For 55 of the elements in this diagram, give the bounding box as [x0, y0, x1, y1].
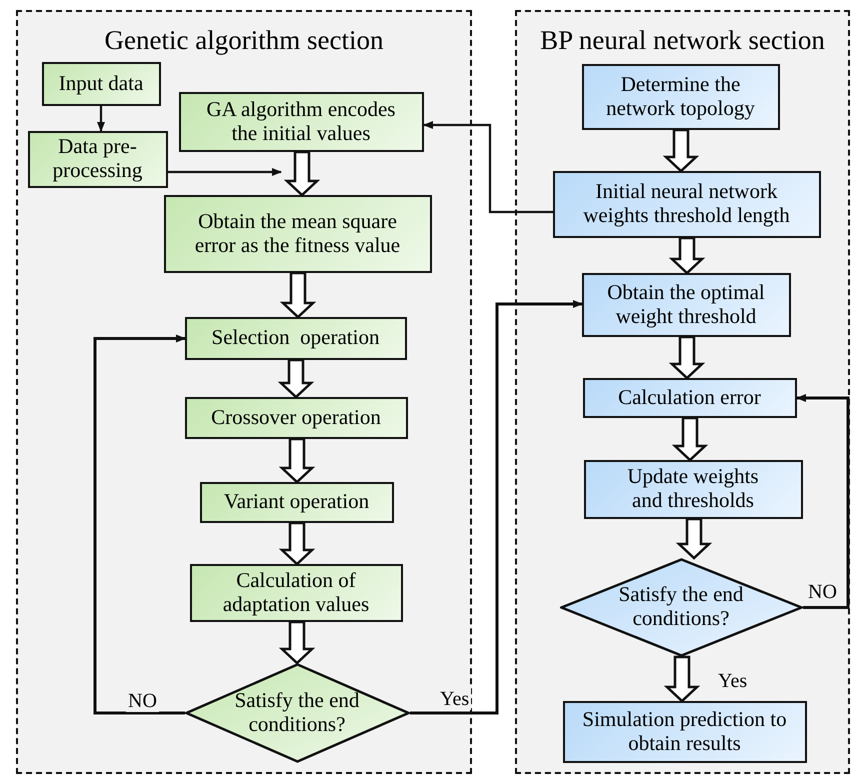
block-arrow [278, 358, 314, 399]
step-text: Data pre-processing [52, 135, 144, 183]
step-text: Obtain the mean square error as the fitness value [194, 210, 402, 258]
arrow [168, 168, 282, 176]
process-box [582, 64, 780, 130]
step-text: Initial neural network weights threshold length [582, 180, 791, 228]
block-arrow [278, 438, 316, 484]
step-text: Crossover operation [211, 406, 381, 430]
block-arrow [280, 272, 316, 319]
step-text: Selection operation [212, 326, 380, 350]
block-arrow [672, 416, 708, 462]
arrow [94, 334, 186, 714]
process-box [184, 396, 408, 438]
process-box [184, 316, 406, 360]
arrow [796, 394, 850, 609]
process-box [190, 564, 402, 622]
edge-label: Yes [438, 688, 472, 710]
arrow [410, 300, 583, 714]
process-box [582, 272, 790, 336]
process-box [42, 62, 160, 106]
dashed-panel [515, 10, 850, 774]
process-box [164, 194, 432, 272]
step-text: Obtain the optimal weight threshold [606, 280, 766, 328]
process-box [28, 130, 168, 188]
block-arrow [668, 236, 706, 275]
process-box [200, 482, 394, 522]
block-arrow [676, 518, 712, 560]
section-title: Genetic algorithm section [104, 26, 384, 56]
process-box [582, 378, 796, 418]
step-text: Calculation of adaptation values [222, 568, 370, 616]
step-text: GA algorithm encodes the initial values [206, 98, 396, 146]
block-arrow [668, 336, 706, 380]
step-text: Satisfy the end conditions? [618, 583, 744, 631]
arrow [97, 106, 105, 132]
step-text: Calculation error [618, 386, 761, 410]
dashed-panel [16, 10, 472, 774]
block-arrow [664, 656, 700, 703]
step-text: Determine the network topology [605, 72, 756, 120]
step-text: Variant operation [224, 490, 370, 514]
block-arrow [284, 150, 320, 197]
section-title: BP neural network section [539, 26, 826, 56]
step-text: Satisfy the end conditions? [234, 688, 360, 736]
process-box [584, 460, 802, 518]
process-box [178, 92, 424, 152]
decision-diamond [184, 662, 410, 762]
step-text: Simulation prediction to obtain results [581, 708, 788, 756]
process-box [562, 700, 806, 762]
step-text: Update weights and thresholds [626, 465, 760, 513]
block-arrow [278, 620, 316, 665]
block-arrow [662, 128, 700, 173]
step-text: Input data [58, 72, 144, 96]
arrow [423, 121, 553, 214]
process-box [552, 170, 820, 238]
decision-diamond [560, 558, 802, 656]
block-arrow [278, 522, 316, 566]
